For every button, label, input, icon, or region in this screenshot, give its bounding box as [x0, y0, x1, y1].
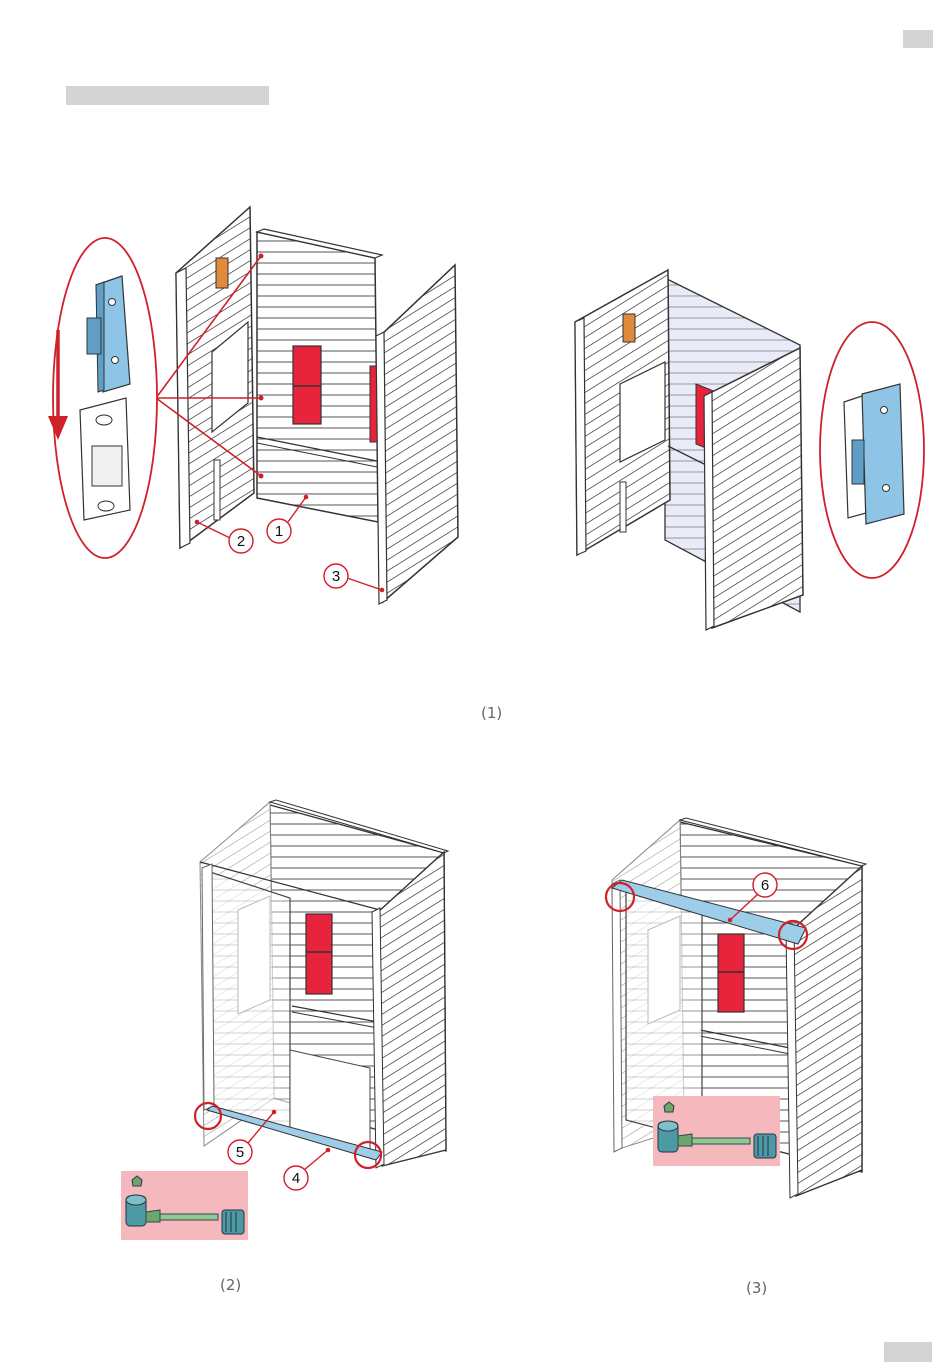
callout-4: 4 [292, 1170, 300, 1187]
right-panel-assembled [710, 348, 803, 628]
ir-heater-back [293, 346, 321, 424]
callout-6: 6 [761, 877, 769, 894]
callout-1: 1 [275, 523, 283, 540]
step1-exploded-view: 1 2 3 [48, 207, 458, 604]
hardware-kit-step3 [653, 1096, 780, 1166]
step3-view: 6 [606, 818, 866, 1198]
ir-heater-step3 [718, 934, 744, 1012]
callout-5: 5 [236, 1144, 244, 1161]
callout-2: 2 [237, 533, 245, 550]
callout-3: 3 [332, 568, 340, 585]
step2-view: 5 4 [121, 800, 448, 1240]
ir-heater-step2 [306, 914, 332, 994]
locked-bracket [844, 384, 904, 524]
white-bracket [80, 398, 130, 520]
hardware-kit-step2 [121, 1171, 248, 1240]
control-panel [216, 258, 228, 288]
step1-assembled-view [575, 270, 924, 630]
control-panel-assembled [623, 314, 635, 342]
right-side-panel [380, 265, 458, 602]
